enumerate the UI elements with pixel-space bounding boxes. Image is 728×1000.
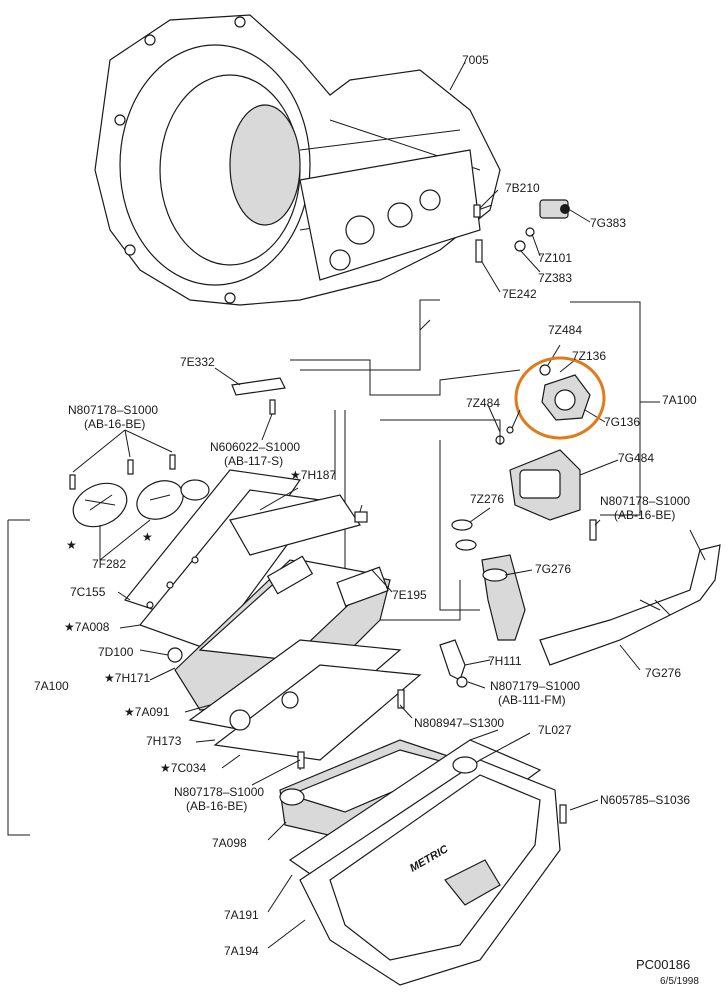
callout-7H187-text: 7H187 xyxy=(300,468,337,482)
callout-7E332: 7E332 xyxy=(180,355,215,369)
callout-7G383: 7G383 xyxy=(590,216,627,230)
transmission-case-7005 xyxy=(94,14,501,306)
leader-lines xyxy=(117,487,531,949)
callout-7G276-lower: 7G276 xyxy=(645,666,682,680)
callout-7H173: 7H173 xyxy=(146,734,182,748)
callout-7H111: 7H111 xyxy=(488,654,522,668)
passage-line-1 xyxy=(300,299,440,371)
callout-7A091-text: 7A091 xyxy=(134,705,170,719)
callout-7Z101: 7Z101 xyxy=(538,251,573,265)
callout-AB-117-S: (AB-117-S) xyxy=(224,454,284,468)
callout-7A191: 7A191 xyxy=(224,908,259,922)
callout-7A091: ★7A091 xyxy=(124,705,169,719)
callout-7H171-text: 7H171 xyxy=(114,671,151,685)
bracket-7A100-left xyxy=(7,519,30,836)
passage-line-2 xyxy=(290,359,521,396)
callout-7H187: ★7H187 xyxy=(290,468,336,482)
filter-screens-7F282 xyxy=(69,429,210,561)
callout-7H171: ★7H171 xyxy=(104,671,150,685)
star-marker-filter-b: ★ xyxy=(142,530,153,544)
callout-7Z276: 7Z276 xyxy=(470,492,505,506)
oil-pan-7A194 xyxy=(299,756,599,986)
highlight-circle xyxy=(514,356,606,440)
drawing-date: 6/5/1998 xyxy=(660,976,699,987)
star-marker: ★ xyxy=(64,620,75,634)
callout-7A008: ★7A008 xyxy=(64,620,109,634)
callout-N807178-bottom: N807178–S1000 xyxy=(174,785,265,799)
lever-7H111 xyxy=(439,639,491,689)
main-control-7A100 xyxy=(167,504,393,711)
callout-7G136: 7G136 xyxy=(604,415,641,429)
callout-N807179: N807179–S1000 xyxy=(490,679,581,693)
callout-7E242: 7E242 xyxy=(502,287,537,301)
callout-N605785: N605785–S1036 xyxy=(600,793,691,807)
callout-7Z484-upper: 7Z484 xyxy=(548,323,583,337)
callout-7C034-text: 7C034 xyxy=(170,761,207,775)
callout-7C155: 7C155 xyxy=(70,585,106,599)
callout-N807178-right: N807178–S1000 xyxy=(600,494,691,508)
drawing-id: PC00186 xyxy=(636,957,691,972)
callout-AB-16-BE-bottom: (AB-16-BE) xyxy=(186,799,248,813)
callout-7A098: 7A098 xyxy=(212,836,247,850)
callout-7005: 7005 xyxy=(462,53,489,67)
separator-plate-7A008 xyxy=(123,469,361,651)
callout-7Z136: 7Z136 xyxy=(572,349,607,363)
callout-7G484: 7G484 xyxy=(618,451,655,465)
solenoid-7G484 xyxy=(487,404,619,541)
callout-7Z383: 7Z383 xyxy=(538,271,573,285)
callout-N807178-left: N807178–S1000 xyxy=(68,403,159,417)
star-marker: ★ xyxy=(124,705,135,719)
passage-line-4 xyxy=(439,440,480,611)
callout-7A008-text: 7A008 xyxy=(74,620,110,634)
callout-7G276-upper: 7G276 xyxy=(535,562,572,576)
callout-7B210: 7B210 xyxy=(505,181,540,195)
star-marker: ★ xyxy=(160,761,171,775)
callout-AB-16-BE-left: (AB-16-BE) xyxy=(84,417,146,431)
callout-N606022: N606022–S1000 xyxy=(210,440,301,454)
callout-7Z484-lower: 7Z484 xyxy=(466,396,501,410)
callout-7A100-left: 7A100 xyxy=(34,679,69,693)
sensor-7G276 xyxy=(451,507,721,671)
callout-7C034: ★7C034 xyxy=(160,761,206,775)
sensor-7G383 xyxy=(449,61,591,293)
callout-AB-16-BE-right: (AB-16-BE) xyxy=(614,508,676,522)
callout-7E195: 7E195 xyxy=(392,588,427,602)
solenoid-7G136 xyxy=(539,344,606,423)
star-marker: ★ xyxy=(290,468,301,482)
callout-7L027: 7L027 xyxy=(538,723,572,737)
callout-7F282: 7F282 xyxy=(92,557,127,571)
bracket-7E332 xyxy=(214,367,286,441)
callout-7A100-right: 7A100 xyxy=(662,393,697,407)
star-marker-filter-a: ★ xyxy=(66,538,77,552)
callout-AB-111-FM: (AB-111-FM) xyxy=(498,693,566,707)
star-marker: ★ xyxy=(104,671,115,685)
callout-7D100: 7D100 xyxy=(98,645,134,659)
gaskets-7A091-7H173 xyxy=(188,639,422,761)
callout-N808947: N808947–S1300 xyxy=(414,716,505,730)
callout-7A194: 7A194 xyxy=(224,944,259,958)
bracket-7A100-right-lower xyxy=(600,302,641,516)
